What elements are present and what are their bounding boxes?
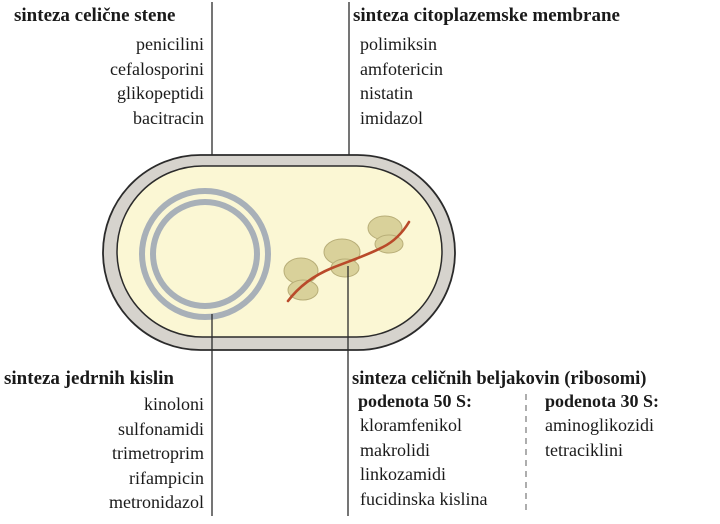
drug-name: kinoloni: [143, 394, 204, 414]
subunit-50s-label: podenota 50 S:: [358, 391, 473, 411]
subunit-30s-label: podenota 30 S:: [545, 391, 660, 411]
drug-name: amfotericin: [360, 58, 443, 79]
drug-name: glikopeptidi: [117, 83, 204, 103]
drug-name: cefalosporini: [110, 58, 204, 79]
drug-name: sulfonamidi: [118, 418, 204, 439]
drug-name: makrolidi: [360, 439, 430, 460]
cell-wall-drug-list: penicilini cefalosporini glikopeptidi ba…: [110, 32, 204, 130]
cell-wall-heading: sinteza celične stene: [14, 5, 176, 26]
membrane-drug-list: polimiksin amfotericin nistatin imidazol: [360, 32, 443, 130]
drug-name: kloramfenikol: [360, 415, 462, 435]
drug-name: fucidinska kislina: [360, 488, 488, 509]
drug-name: penicilini: [136, 34, 204, 54]
ribosome: [323, 238, 361, 278]
drug-name: tetraciklini: [545, 439, 623, 460]
drug-name: nistatin: [360, 83, 413, 103]
drug-name: aminoglikozidi: [545, 415, 654, 435]
ribosome: [283, 257, 319, 301]
drug-name: imidazol: [360, 107, 423, 128]
drug-name: polimiksin: [360, 34, 438, 54]
nucleic-acid-drug-list: kinoloni sulfonamidi trimetroprim rifamp…: [109, 392, 204, 515]
nucleic-acid-heading: sinteza jedrnih kislin: [4, 368, 174, 390]
dna-ring-inner: [150, 199, 260, 309]
mrna-strand: [286, 220, 411, 303]
protein-heading: sinteza celičnih beljakovin (ribosomi): [352, 368, 647, 390]
drug-name: rifampicin: [129, 467, 204, 488]
drug-name: metronidazol: [109, 492, 204, 512]
dna-ring-outer: [139, 188, 271, 320]
drug-name: bacitracin: [133, 107, 204, 128]
subunit-30s-drug-list: aminoglikozidi tetraciklini: [545, 413, 654, 462]
drug-name: linkozamidi: [360, 464, 446, 484]
cytoplasm: [116, 165, 443, 338]
drug-name: trimetroprim: [112, 443, 204, 463]
subunit-50s-drug-list: kloramfenikol makrolidi linkozamidi fuci…: [360, 413, 487, 511]
membrane-heading: sinteza citoplazemske membrane: [353, 5, 620, 26]
